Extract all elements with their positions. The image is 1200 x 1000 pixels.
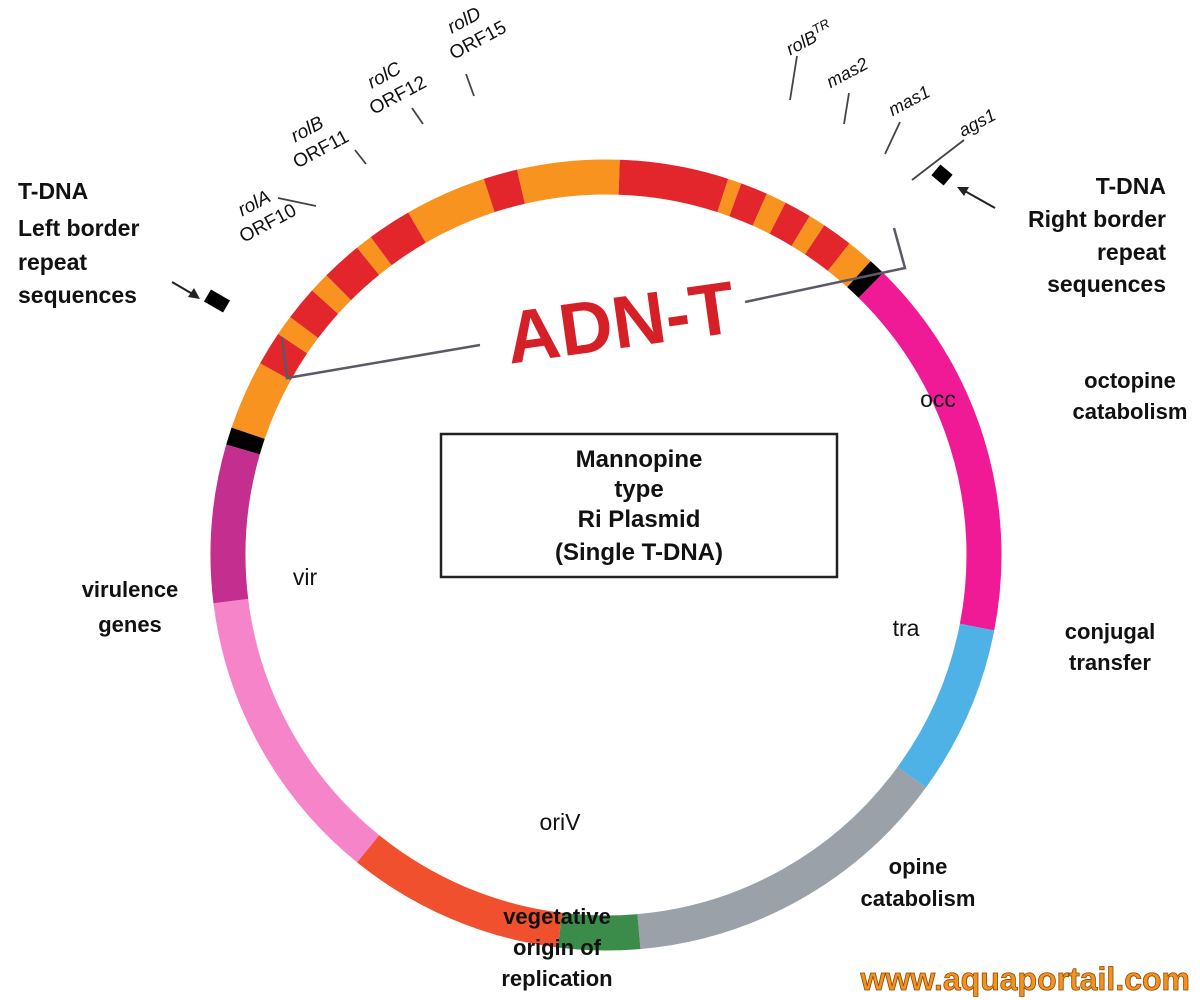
svg-text:mas1: mas1 bbox=[885, 82, 933, 120]
svg-text:mas2: mas2 bbox=[823, 54, 871, 92]
tdna-orange bbox=[517, 159, 620, 204]
occ-description: octopine catabolism bbox=[1073, 368, 1188, 424]
tdna-orange bbox=[791, 215, 825, 255]
tra-segment bbox=[897, 623, 995, 788]
left-border-marker bbox=[203, 289, 231, 313]
tdna-orange bbox=[717, 178, 742, 217]
svg-text:transfer: transfer bbox=[1069, 650, 1151, 675]
tdna-bracket bbox=[280, 227, 907, 380]
tdna-red-segment bbox=[618, 159, 729, 213]
ori-red-segment bbox=[357, 835, 563, 948]
box-line-4: (Single T-DNA) bbox=[555, 539, 723, 566]
box-line-1: Mannopine bbox=[576, 446, 703, 473]
svg-text:origin of: origin of bbox=[513, 935, 602, 960]
oriv-description: vegetative origin of replication bbox=[501, 904, 612, 991]
svg-text:rolBTR: rolBTR bbox=[781, 16, 835, 59]
rolB-segment bbox=[290, 290, 339, 339]
tdna-orange bbox=[231, 363, 291, 440]
svg-text:rolD ORF15: rolD ORF15 bbox=[435, 0, 510, 64]
svg-text:genes: genes bbox=[98, 612, 162, 637]
watermark: www.aquaportail.com bbox=[859, 961, 1190, 997]
gene-label-rolBTR: rolBTR bbox=[781, 16, 835, 101]
svg-text:rolC ORF12: rolC ORF12 bbox=[355, 51, 430, 119]
svg-text:Left border: Left border bbox=[18, 215, 139, 241]
tra-code: tra bbox=[893, 615, 920, 641]
svg-text:catabolism: catabolism bbox=[1073, 399, 1188, 424]
svg-text:T-DNA: T-DNA bbox=[1096, 173, 1166, 199]
mas1-segment bbox=[804, 225, 850, 272]
adn-t-title: ADN-T bbox=[501, 265, 740, 379]
svg-text:ags1: ags1 bbox=[955, 105, 999, 141]
border-left bbox=[226, 427, 265, 455]
vir-description: virulence genes bbox=[82, 577, 179, 637]
svg-text:sequences: sequences bbox=[18, 282, 137, 308]
gene-label-mas2: mas2 bbox=[823, 54, 871, 125]
tdna-orange bbox=[278, 316, 319, 354]
vir-code: vir bbox=[293, 564, 318, 590]
occ-code: occ bbox=[920, 386, 956, 412]
mas2-segment bbox=[769, 202, 810, 247]
ags1-segment bbox=[827, 243, 871, 288]
box-line-3: Ri Plasmid bbox=[578, 506, 701, 533]
svg-text:repeat: repeat bbox=[18, 249, 87, 275]
gene-label-ags1: ags1 bbox=[911, 105, 999, 181]
gene-label-rolA: rolA ORF10 bbox=[225, 179, 317, 247]
svg-text:rolA ORF10: rolA ORF10 bbox=[225, 179, 300, 247]
svg-text:Right border: Right border bbox=[1028, 206, 1166, 232]
svg-text:repeat: repeat bbox=[1097, 239, 1166, 265]
rolC-segment bbox=[326, 247, 380, 301]
svg-text:rolB ORF11: rolB ORF11 bbox=[278, 105, 352, 173]
tdna-orange bbox=[752, 193, 786, 234]
gene-label-rolC: rolC ORF12 bbox=[355, 51, 430, 125]
left-border-label: T-DNA Left border repeat sequences bbox=[18, 178, 139, 308]
rolBTR-segment bbox=[729, 183, 767, 226]
tdna-orange bbox=[357, 237, 392, 275]
svg-text:sequences: sequences bbox=[1047, 271, 1166, 297]
svg-text:vegetative: vegetative bbox=[503, 904, 611, 929]
tdna-orange bbox=[408, 178, 495, 243]
occ-segment bbox=[858, 272, 1002, 631]
rolD-segment bbox=[370, 212, 426, 266]
gene-label-rolD: rolD ORF15 bbox=[435, 0, 510, 97]
vir-purple-segment bbox=[210, 444, 260, 604]
right-border-label: T-DNA Right border repeat sequences bbox=[1028, 173, 1166, 297]
plasmid-type-box bbox=[439, 432, 839, 579]
left-border-arrow bbox=[171, 281, 200, 299]
svg-text:octopine: octopine bbox=[1084, 368, 1176, 393]
opine-segment bbox=[637, 766, 926, 949]
right-border-arrow bbox=[957, 187, 996, 209]
gene-label-rolB: rolB ORF11 bbox=[278, 105, 367, 173]
plasmid-ring bbox=[210, 159, 1002, 951]
tra-description: conjugal transfer bbox=[1065, 619, 1155, 675]
svg-text:opine: opine bbox=[889, 854, 948, 879]
oriv-segment bbox=[557, 912, 641, 951]
tdna-orange bbox=[312, 275, 352, 314]
svg-text:replication: replication bbox=[501, 966, 612, 991]
border-right bbox=[847, 261, 884, 298]
oriv-code: oriV bbox=[540, 809, 582, 835]
svg-text:T-DNA: T-DNA bbox=[18, 178, 88, 204]
opine-description: opine catabolism bbox=[861, 854, 976, 911]
vir-pink-segment bbox=[213, 598, 380, 863]
gene-label-mas1: mas1 bbox=[884, 82, 933, 155]
svg-text:catabolism: catabolism bbox=[861, 886, 976, 911]
right-border-marker bbox=[931, 164, 953, 186]
tdna-red-segment bbox=[483, 169, 526, 213]
svg-text:virulence: virulence bbox=[82, 577, 179, 602]
svg-text:conjugal: conjugal bbox=[1065, 619, 1155, 644]
box-line-2: type bbox=[614, 476, 663, 503]
